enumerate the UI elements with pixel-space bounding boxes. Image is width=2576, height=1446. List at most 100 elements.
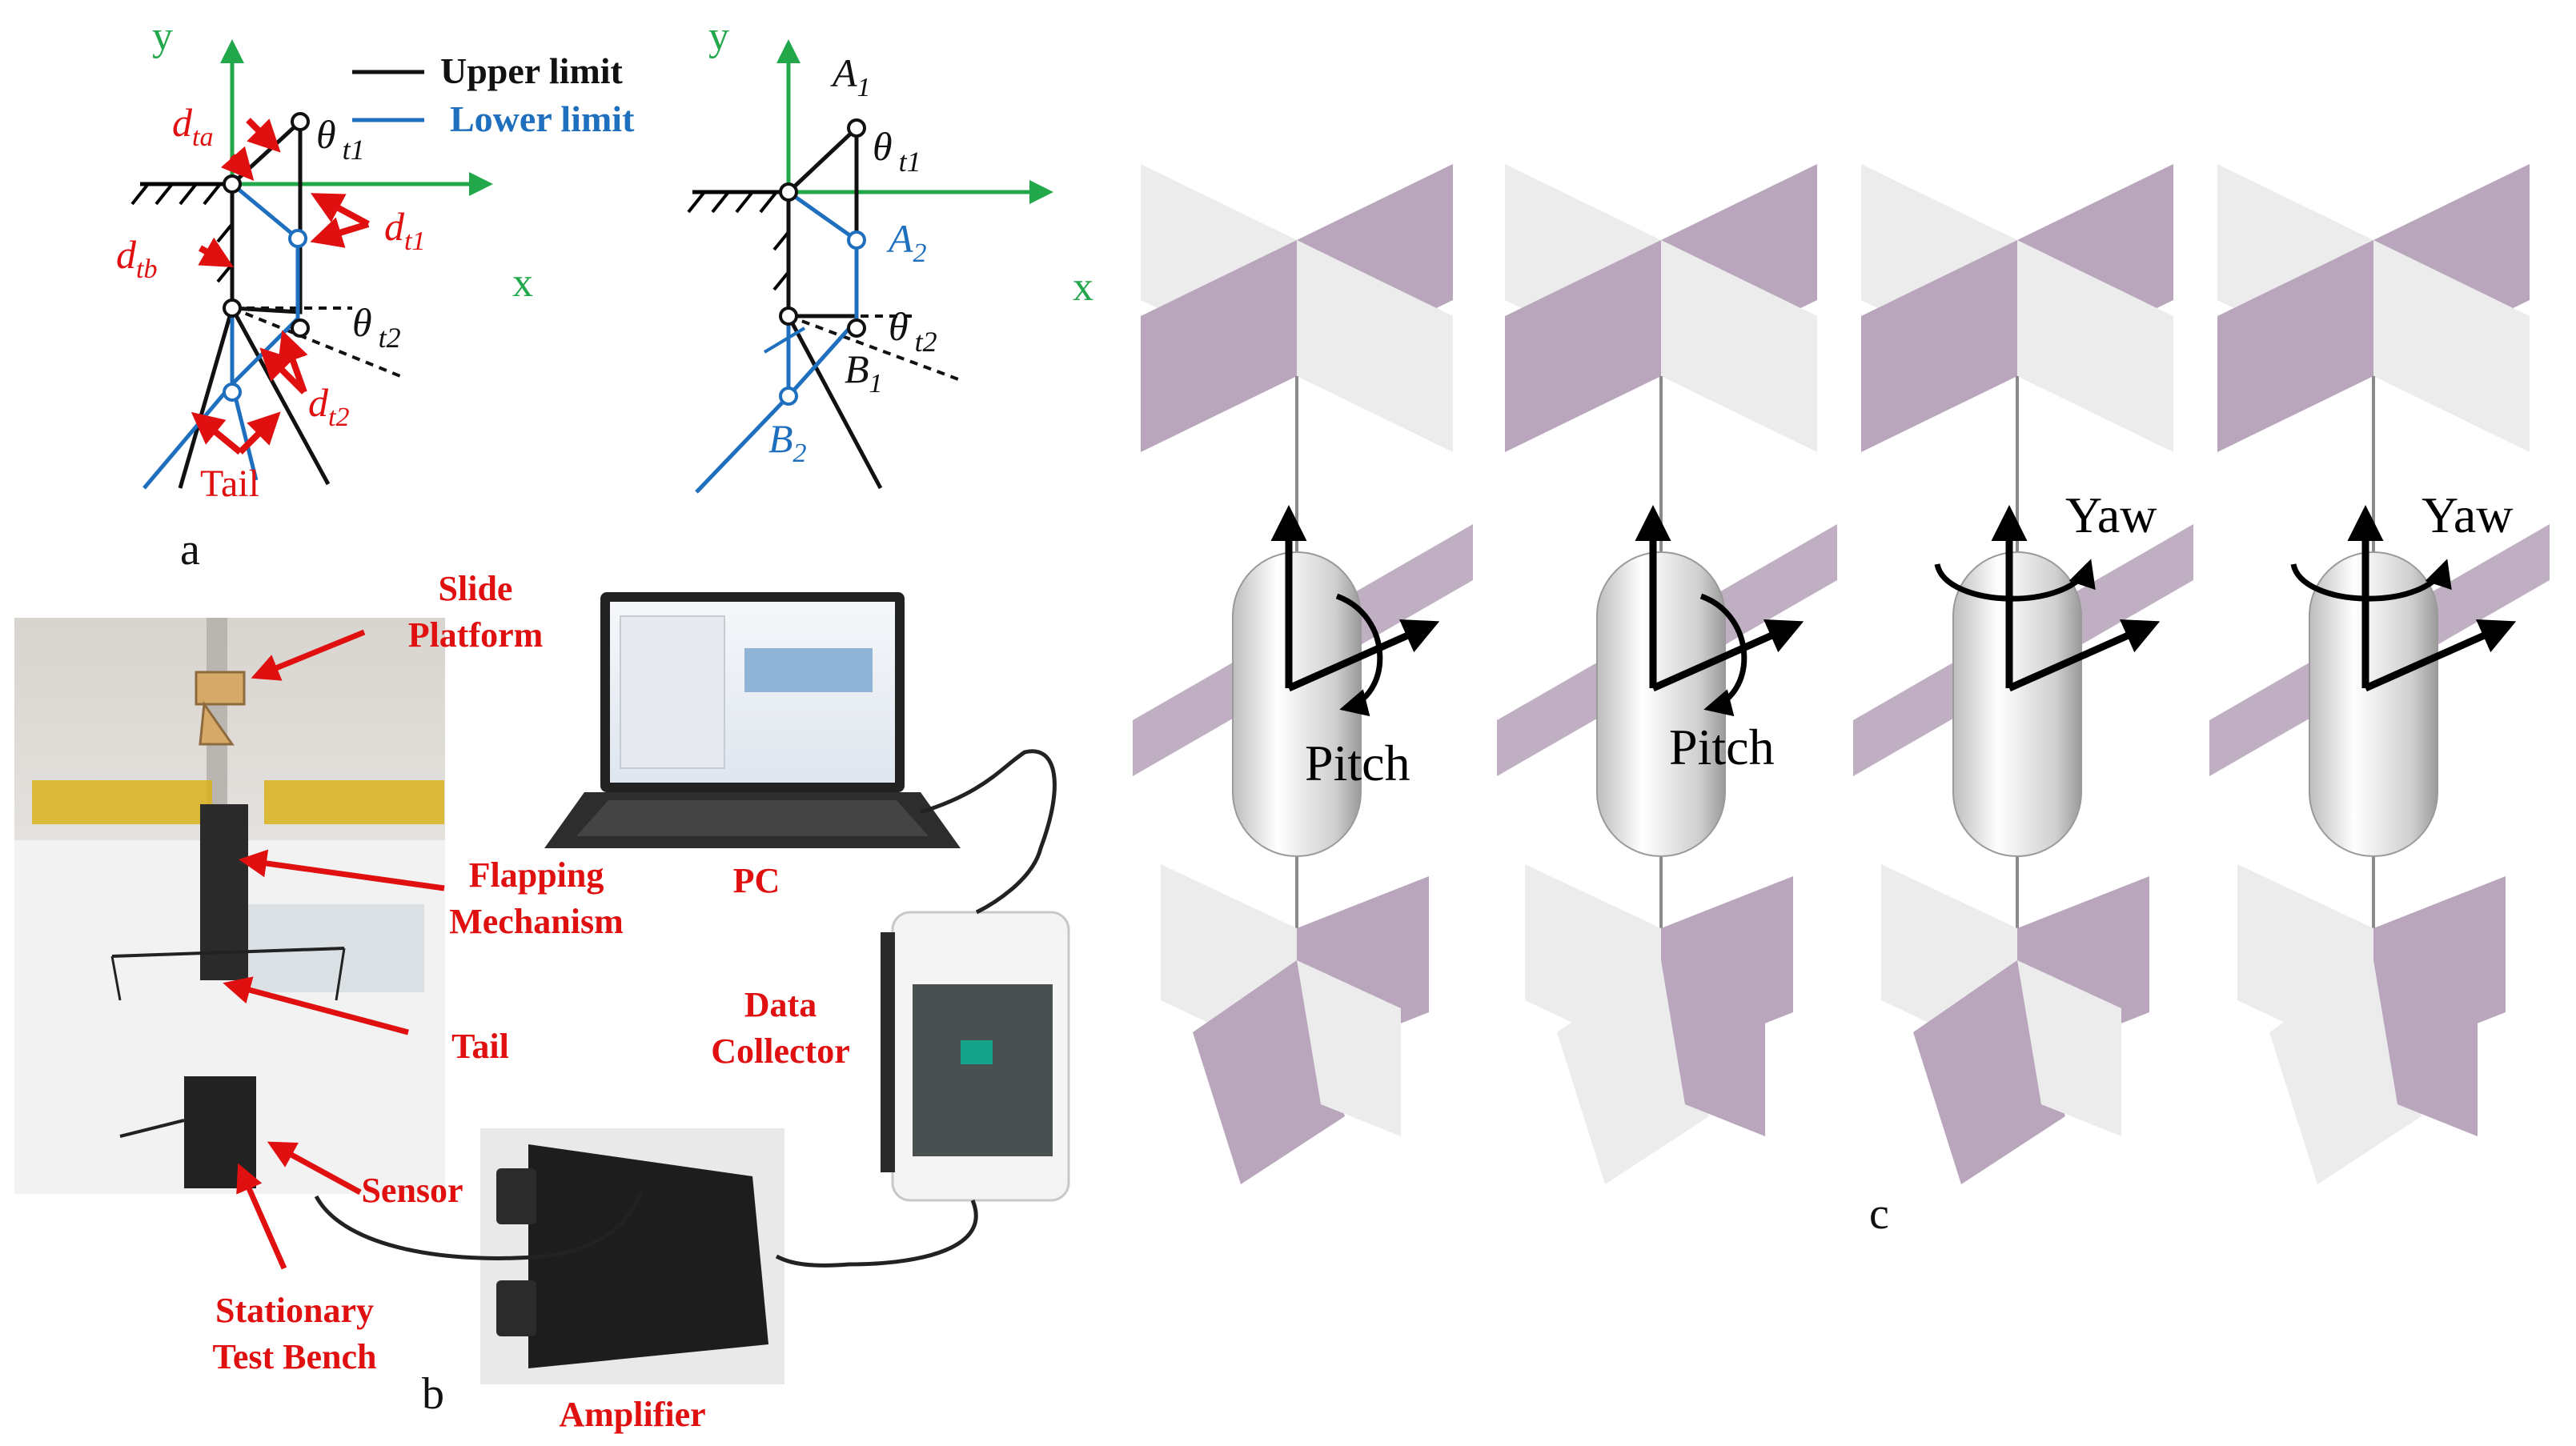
sensor-cable xyxy=(119,1119,185,1138)
rotation-unit-3: Yaw xyxy=(1853,164,2193,1184)
upper-wing-back-right xyxy=(1661,240,1817,452)
d-tb-label: dtb xyxy=(116,232,157,284)
upper-limit-linkage xyxy=(786,123,859,318)
tail-frame xyxy=(335,947,346,1001)
joint xyxy=(779,182,798,202)
tail-arrow xyxy=(191,411,243,455)
upper-wing-back-left xyxy=(1505,240,1661,452)
ground-hatch xyxy=(130,182,222,206)
capsule-body xyxy=(2309,551,2438,857)
tail-frame xyxy=(110,955,122,1001)
panel-a-label: a xyxy=(180,525,200,575)
joint xyxy=(288,229,307,248)
d-t1-arrow xyxy=(310,193,370,227)
joint-A1 xyxy=(847,118,866,138)
y-axis-label: y xyxy=(152,14,173,59)
lower-limit-linkage xyxy=(787,190,859,398)
panel-c-label: c xyxy=(1869,1189,1889,1239)
sensor-arrow xyxy=(267,1141,362,1196)
capsule-body xyxy=(1952,551,2082,857)
joint xyxy=(223,383,242,402)
d-tb-arrow xyxy=(198,237,234,267)
d-t2-arrow xyxy=(277,330,308,394)
lower-limit-tail-left xyxy=(695,395,790,494)
wall-hatch xyxy=(216,222,234,283)
body-x-axis xyxy=(1651,619,1804,692)
yaw-rotation-arrow xyxy=(2290,559,2452,602)
A1-label: A1 xyxy=(830,50,871,102)
upper-wing-back-left xyxy=(1141,240,1297,452)
body-x-axis xyxy=(1287,619,1440,692)
tail-callout-label: Tail xyxy=(451,1027,509,1066)
rotation-unit-4: Yaw xyxy=(2209,164,2550,1184)
yaw-rotation-arrow xyxy=(1934,559,2096,602)
cable-collector-amplifier xyxy=(775,1200,978,1268)
y-axis-label: y xyxy=(708,14,729,59)
joint xyxy=(291,112,310,131)
wing-left xyxy=(32,780,212,824)
upper-wing-back-right xyxy=(2017,240,2173,452)
panel-c-rotations: Pitch Pitch Yaw Yaw xyxy=(1133,164,2550,1184)
pc-label: PC xyxy=(733,861,780,900)
upper-limit-tail-left xyxy=(178,307,235,489)
panel-a-left-diagram: y x Upper limit xyxy=(116,14,635,505)
ground-hatch xyxy=(687,190,778,214)
rotation-label-4: Yaw xyxy=(2422,487,2513,543)
stationary-test-bench-arrow xyxy=(236,1163,287,1270)
theta-t2-dashed-reference xyxy=(788,314,961,382)
body-x-axis xyxy=(2008,619,2161,692)
amplifier-label: Amplifier xyxy=(559,1395,705,1434)
legend-lower-label: Lower limit xyxy=(450,98,635,139)
rotation-unit-1: Pitch xyxy=(1133,164,1473,1184)
rotation-label-1: Pitch xyxy=(1305,735,1410,791)
upper-wing-back-right xyxy=(2373,240,2530,452)
rotation-label-2: Pitch xyxy=(1669,719,1775,775)
slide-platform xyxy=(195,671,246,746)
d-ta-arrow xyxy=(220,146,255,182)
flapping-mechanism-arrow xyxy=(239,849,445,891)
theta-t2-dashed-reference xyxy=(231,306,401,378)
pitch-rotation-arrow xyxy=(1699,593,1747,717)
legend-upper-label: Upper limit xyxy=(440,50,624,91)
slide-platform-arrow xyxy=(251,629,366,681)
x-axis-label: x xyxy=(512,260,533,306)
joint-B1 xyxy=(847,318,866,338)
tail-label: Tail xyxy=(200,463,259,505)
tail-frame xyxy=(111,947,345,958)
joint xyxy=(779,306,798,326)
B1-label: B1 xyxy=(845,346,883,399)
wing-right xyxy=(264,780,444,824)
laptop xyxy=(544,592,961,848)
d-t2-label: dt2 xyxy=(308,380,349,432)
upper-limit-linkage xyxy=(230,117,303,314)
sensor-label: Sensor xyxy=(361,1171,463,1210)
d-t1-label: dt1 xyxy=(384,204,425,256)
upper-wing-back-left xyxy=(2217,240,2373,452)
x-axis-label: x xyxy=(1073,264,1093,310)
sensor-block xyxy=(184,1076,256,1188)
d-ta-arrow xyxy=(246,118,281,153)
cable-pc-collector xyxy=(920,749,1057,915)
joint xyxy=(223,298,242,318)
A2-label: A2 xyxy=(886,216,927,268)
tail-arrow xyxy=(238,411,281,455)
joint xyxy=(291,318,310,338)
joint-A2 xyxy=(847,230,866,250)
upper-limit-tail-right xyxy=(230,306,331,486)
lower-wing-back xyxy=(2373,960,2478,1136)
lower-limit-tail-left xyxy=(142,383,234,490)
tail-arrow xyxy=(223,976,409,1035)
upper-limit-tail-right xyxy=(786,314,883,490)
rotation-label-3: Yaw xyxy=(2065,487,2157,543)
data-collector-device xyxy=(881,911,1070,1202)
d-ta-label: dta xyxy=(172,100,213,152)
